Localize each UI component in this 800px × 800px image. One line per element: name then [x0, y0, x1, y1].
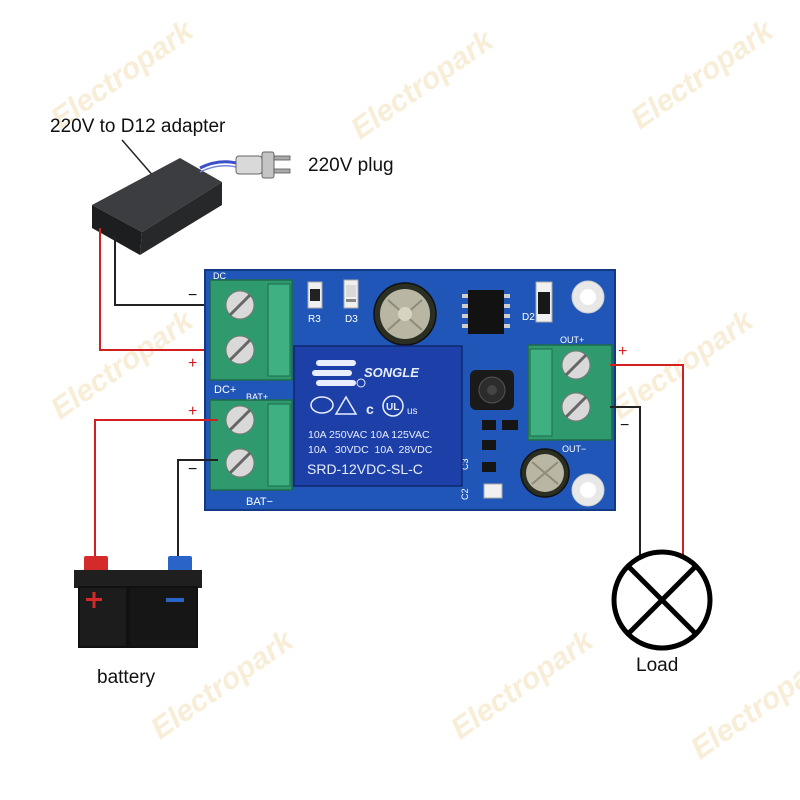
smd-component [482, 420, 496, 430]
pcb-label-c3: C3 [460, 458, 470, 470]
songle-logo-icon [312, 360, 356, 386]
pcb-label-dc-minus: DC [213, 271, 226, 281]
pcb-label-d3: D3 [345, 314, 358, 325]
load-label: Load [636, 655, 678, 676]
ul-mark-icon [382, 395, 404, 417]
bat-plus-sign: + [188, 403, 197, 420]
inductor [470, 370, 514, 410]
pcb-label-out-plus: OUT+ [560, 335, 584, 345]
bat-minus-sign: − [188, 461, 197, 478]
watermark: Electropark [625, 13, 780, 135]
relay-rating-line-1: 10A 250VAC 10A 125VAC [308, 429, 430, 441]
power-adapter [92, 158, 222, 255]
pcb-label-d2: D2 [522, 312, 535, 323]
pcb-label-bat-minus: BAT− [246, 496, 273, 508]
battery-minus-mark [166, 598, 184, 602]
power-plug [235, 151, 291, 179]
relay: SONGLE c UL us 10A 250VAC 10A 125VAC 10A… [293, 345, 463, 487]
smd-component [482, 462, 496, 472]
adapter-negative-wire [114, 235, 218, 306]
relay-model: SRD-12VDC-SL-C [307, 461, 423, 477]
load-negative-wire [610, 406, 641, 555]
load-positive-wire [610, 364, 684, 555]
terminal-block-battery [209, 399, 293, 491]
battery-icon [74, 556, 202, 648]
watermark: Electropark [445, 623, 600, 745]
pcb-label-dc-plus: DC+ [214, 384, 236, 396]
warning-triangle-icon [334, 395, 358, 415]
electrolytic-capacitor-small [520, 448, 570, 498]
ic-chip [462, 290, 510, 334]
smd-component [483, 483, 503, 499]
adapter-label-pointer [121, 139, 156, 179]
registered-icon [356, 378, 366, 388]
adapter-positive-wire [99, 228, 218, 351]
ce-mark-icon: c [366, 401, 374, 417]
watermark: Electropark [345, 23, 500, 145]
pcb-label-c2: C2 [460, 488, 470, 500]
plug-label: 220V plug [308, 155, 394, 176]
watermark: Electropark [45, 303, 200, 425]
smd-component [482, 440, 496, 450]
battery-positive-wire [94, 419, 218, 565]
battery-label: battery [97, 667, 156, 688]
pcb-label-r3: R3 [308, 314, 321, 325]
dc-in-plus-sign: + [188, 355, 197, 372]
electrolytic-capacitor [373, 282, 437, 346]
pcb-label-bat-plus: BAT+ [246, 392, 268, 402]
svg-text:UL: UL [386, 402, 399, 413]
cqc-mark-icon [310, 396, 334, 414]
lamp-load-icon [611, 549, 713, 651]
watermark: Electropark [685, 643, 800, 765]
terminal-block-dc-in [209, 279, 293, 381]
out-plus-sign: + [618, 343, 627, 360]
relay-brand: SONGLE [364, 365, 419, 380]
terminal-block-output [527, 344, 613, 441]
out-minus-sign: − [620, 417, 629, 434]
dc-in-minus-sign: − [188, 287, 197, 304]
relay-module-pcb: R3 D3 D2 [204, 269, 616, 511]
pcb-label-out-minus: OUT− [562, 444, 586, 454]
battery-negative-wire [177, 459, 218, 565]
adapter-label: 220V to D12 adapter [50, 116, 226, 137]
us-mark-icon: us [407, 406, 418, 417]
relay-rating-line-2: 10A 30VDC 10A 28VDC [308, 444, 433, 456]
